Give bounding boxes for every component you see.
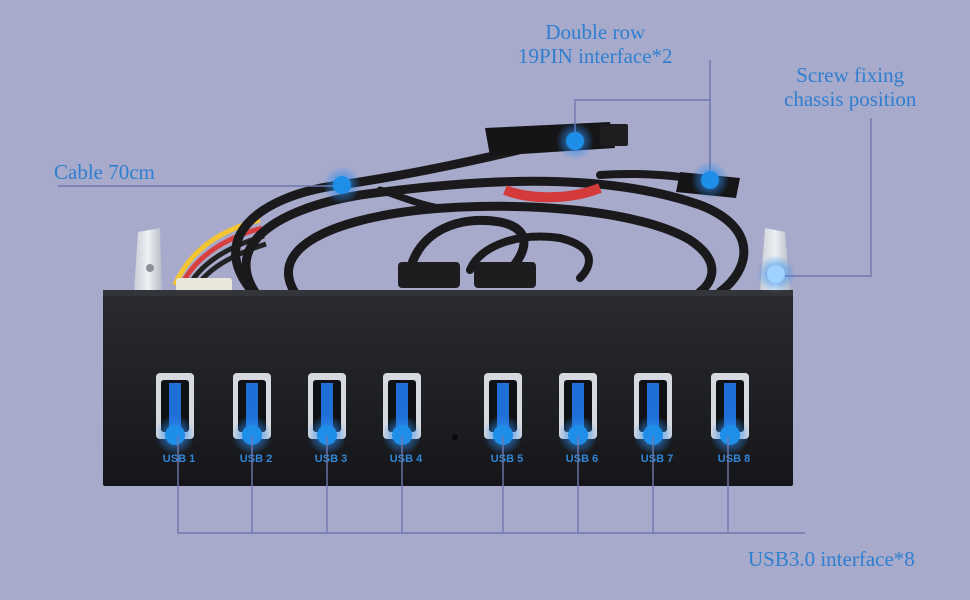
usb-port: USB 6: [558, 373, 598, 465]
usb-port: USB 2: [232, 373, 272, 465]
left-bracket: [134, 228, 162, 292]
usb-ports: USB 1 USB 2 USB 3 USB 4 USB 5 USB 6 USB 7 USB 8: [155, 373, 750, 465]
19pin-label-line1: Double row: [545, 20, 646, 44]
usb-port: USB 4: [382, 373, 423, 465]
usb-port: USB 1: [155, 373, 195, 465]
front-panel: [103, 290, 793, 486]
screw-label-line1: Screw fixing: [796, 63, 905, 87]
usb-port: USB 5: [483, 373, 523, 465]
usb-port-label: USB 7: [641, 453, 673, 465]
usb-port: USB 3: [307, 373, 347, 465]
usb-port: USB 8: [710, 373, 750, 465]
screw-label-line2: chassis position: [784, 87, 917, 111]
cable-length-label: Cable 70cm: [54, 160, 155, 184]
screw-fixing-label: Screw fixing chassis position: [784, 63, 916, 111]
usb-port: USB 7: [633, 373, 673, 465]
19pin-label-line2: 19PIN interface*2: [518, 44, 673, 68]
usb-port-label: USB 2: [240, 453, 272, 465]
usb-port-label: USB 8: [718, 453, 750, 465]
usb-port-label: USB 3: [315, 453, 347, 465]
usb-port-label: USB 6: [566, 453, 598, 465]
callout-markers: [323, 122, 795, 293]
leader-lines: [58, 60, 872, 534]
internal-usb-plugs: [398, 262, 536, 288]
usb-interface-label: USB3.0 interface*8: [748, 547, 915, 571]
usb-port-label: USB 5: [491, 453, 523, 465]
usb-port-label: USB 4: [390, 453, 423, 465]
usb-port-label: USB 1: [163, 453, 195, 465]
red-strap: [503, 183, 602, 203]
19pin-interface-label: Double row 19PIN interface*2: [518, 20, 673, 68]
